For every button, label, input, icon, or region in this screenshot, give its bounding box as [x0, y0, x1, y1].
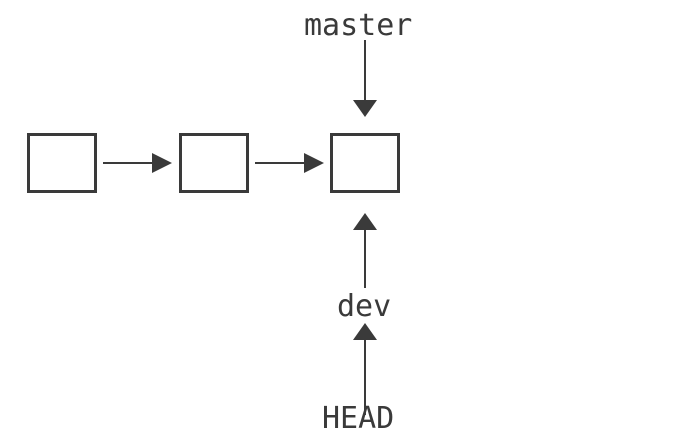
branch-label-dev: dev [337, 289, 392, 324]
arrow-line-commit1-to-commit2 [103, 162, 153, 164]
arrow-line-dev-to-commit3 [364, 230, 366, 288]
head-label: HEAD [322, 401, 395, 436]
commit-node-1 [27, 133, 97, 193]
branch-label-master: master [304, 8, 413, 43]
arrowhead-up-icon [353, 213, 377, 230]
arrow-line-master-to-commit3 [364, 40, 366, 100]
commit-node-2 [179, 133, 249, 193]
commit-node-3 [330, 133, 400, 193]
arrowhead-right-icon [304, 153, 324, 173]
arrowhead-right-icon [152, 153, 172, 173]
arrow-line-commit2-to-commit3 [255, 162, 304, 164]
arrowhead-up-icon [353, 323, 377, 340]
arrow-line-head-to-dev [364, 340, 366, 415]
arrowhead-down-icon [353, 100, 377, 117]
